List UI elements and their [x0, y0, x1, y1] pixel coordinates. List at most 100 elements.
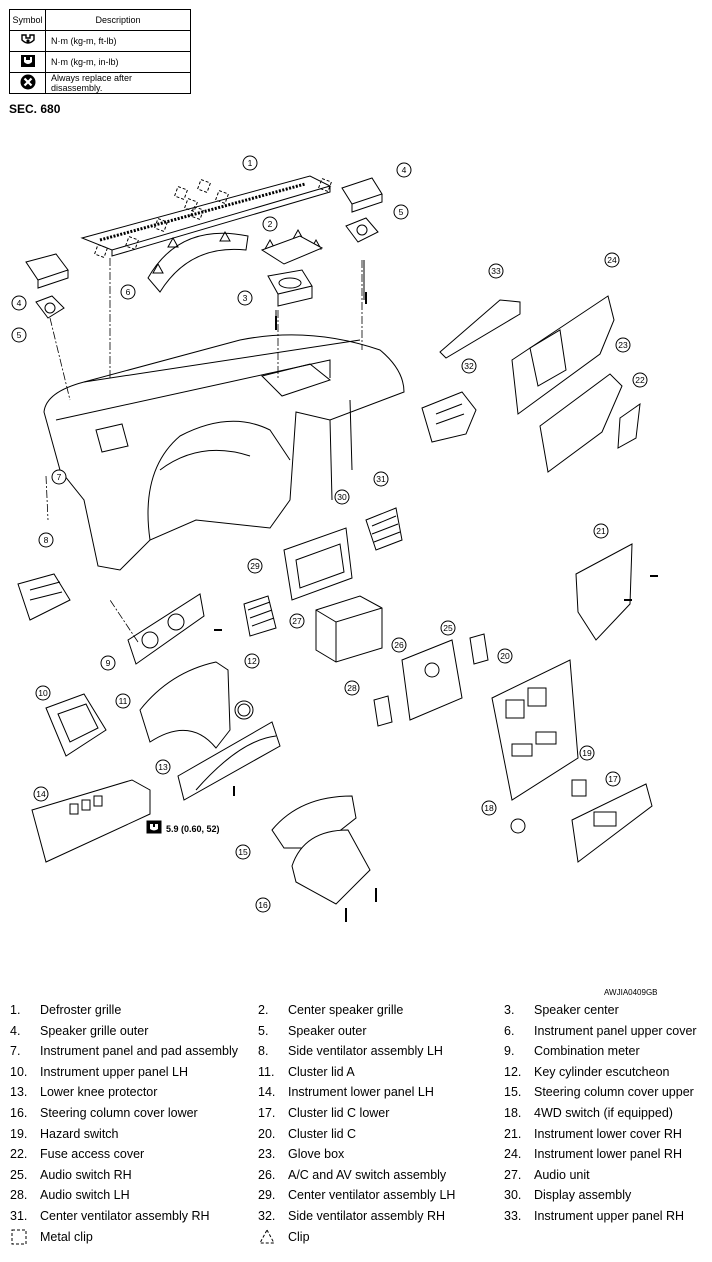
callout-24: 24	[604, 252, 620, 268]
callout-number: 16	[258, 900, 268, 910]
callout-30: 30	[334, 489, 350, 505]
callout-2: 2	[262, 216, 278, 232]
part-number: 1.	[10, 1003, 21, 1017]
part-name: Key cylinder escutcheon	[534, 1064, 670, 1079]
torque-spec-text: 5.9 (0.60, 52)	[166, 824, 220, 834]
part-number: 33.	[504, 1209, 522, 1223]
callout-labels: 1234455678910111213141516171819202122232…	[11, 155, 648, 913]
audio-switch-lh	[373, 695, 393, 727]
callout-number: 19	[582, 748, 592, 758]
callout-number: 9	[106, 658, 111, 668]
part-name: Instrument lower cover RH	[534, 1126, 682, 1141]
part-name: Steering column cover upper	[534, 1085, 694, 1100]
callout-31: 31	[373, 471, 389, 487]
callout-number: 20	[500, 651, 510, 661]
cluster-lid-a	[139, 661, 231, 749]
callout-3: 3	[237, 290, 253, 306]
callout-number: 22	[635, 375, 645, 385]
part-number: 18.	[504, 1106, 522, 1120]
callout-29: 29	[247, 558, 263, 574]
part-name: Speaker center	[534, 1003, 619, 1017]
part-name: Center ventilator assembly LH	[288, 1188, 456, 1203]
part-number: 32.	[258, 1209, 276, 1223]
callout-26: 26	[391, 637, 407, 653]
audio-unit	[315, 595, 383, 663]
callout-9: 9	[100, 655, 116, 671]
callout-number: 24	[607, 255, 617, 265]
part-number: 26.	[258, 1167, 276, 1182]
instrument-panel-upper-cover	[147, 232, 249, 293]
callout-33: 33	[488, 263, 504, 279]
part-name: Audio unit	[534, 1167, 590, 1182]
part-name: Cluster lid A	[288, 1064, 355, 1079]
callout-number: 4	[402, 165, 407, 175]
part-number: 6.	[504, 1023, 515, 1038]
callout-number: 8	[44, 535, 49, 545]
callout-number: 30	[337, 492, 347, 502]
part-name: Center ventilator assembly RH	[40, 1209, 210, 1223]
replace-part-icon	[20, 74, 35, 90]
callout-number: 4	[17, 298, 22, 308]
part-name: Glove box	[288, 1147, 345, 1162]
part-number: 30.	[504, 1188, 522, 1203]
legend-symbol-cell	[9, 72, 46, 94]
clip-icon	[259, 1228, 275, 1244]
callout-19: 19	[579, 745, 595, 761]
speaker-grille-outer-lh	[25, 253, 69, 289]
center-speaker-grille	[260, 235, 324, 265]
part-number: 7.	[10, 1044, 21, 1059]
callout-28: 28	[344, 680, 360, 696]
cluster-lid-c-lower	[571, 783, 653, 863]
callout-number: 1	[248, 158, 253, 168]
instrument-lower-panel-rh	[511, 295, 615, 415]
callout-5: 5	[11, 327, 27, 343]
callout-5: 5	[393, 204, 409, 220]
callout-number: 5	[17, 330, 22, 340]
key-cylinder-escutcheon	[234, 700, 254, 720]
part-name: Display assembly	[534, 1188, 632, 1203]
symbol-legend-table: Symbol Description N·m (kg-m, ft-lb) N·m…	[9, 9, 191, 94]
part-name: Instrument panel and pad assembly	[40, 1044, 239, 1059]
callout-22: 22	[632, 372, 648, 388]
part-name: Instrument upper panel LH	[40, 1064, 189, 1079]
instrument-lower-panel-lh	[31, 779, 151, 863]
part-name: Instrument lower panel LH	[288, 1085, 434, 1100]
ac-av-switch-assembly	[401, 639, 463, 721]
callout-13: 13	[155, 759, 171, 775]
part-name: Center speaker grille	[288, 1003, 404, 1017]
figure-code: AWJIA0409GB	[604, 988, 658, 997]
glove-box	[539, 373, 623, 473]
symbol-key-name: Clip	[288, 1229, 310, 1244]
callout-number: 5	[399, 207, 404, 217]
part-name: Defroster grille	[40, 1003, 122, 1017]
callout-32: 32	[461, 358, 477, 374]
part-name: Combination meter	[534, 1044, 640, 1059]
callout-25: 25	[440, 620, 456, 636]
part-name: Cluster lid C lower	[288, 1106, 390, 1120]
callout-number: 25	[443, 623, 453, 633]
callout-number: 18	[484, 803, 494, 813]
callout-7: 7	[51, 469, 67, 485]
callout-11: 11	[115, 693, 131, 709]
part-number: 28.	[10, 1188, 28, 1203]
part-number: 16.	[10, 1106, 28, 1120]
part-name: Speaker grille outer	[40, 1023, 149, 1038]
callout-number: 3	[243, 293, 248, 303]
instrument-panel-and-pad-assembly	[43, 334, 405, 571]
callout-20: 20	[497, 648, 513, 664]
part-name: Instrument upper panel RH	[534, 1209, 685, 1223]
part-name: Lower knee protector	[40, 1085, 158, 1100]
part-number: 31.	[10, 1209, 28, 1223]
callout-number: 7	[57, 472, 62, 482]
screw-markers	[214, 292, 658, 922]
part-name: 4WD switch (if equipped)	[534, 1106, 673, 1120]
callout-number: 31	[376, 474, 386, 484]
part-number: 17.	[258, 1106, 276, 1120]
display-assembly	[283, 527, 353, 601]
callout-number: 10	[38, 688, 48, 698]
torque-spec: 5.9 (0.60, 52)	[146, 820, 220, 834]
part-name: Steering column cover lower	[40, 1106, 198, 1120]
steering-column-cover-lower	[291, 829, 371, 905]
speaker-center	[267, 269, 313, 326]
part-number: 29.	[258, 1188, 276, 1203]
